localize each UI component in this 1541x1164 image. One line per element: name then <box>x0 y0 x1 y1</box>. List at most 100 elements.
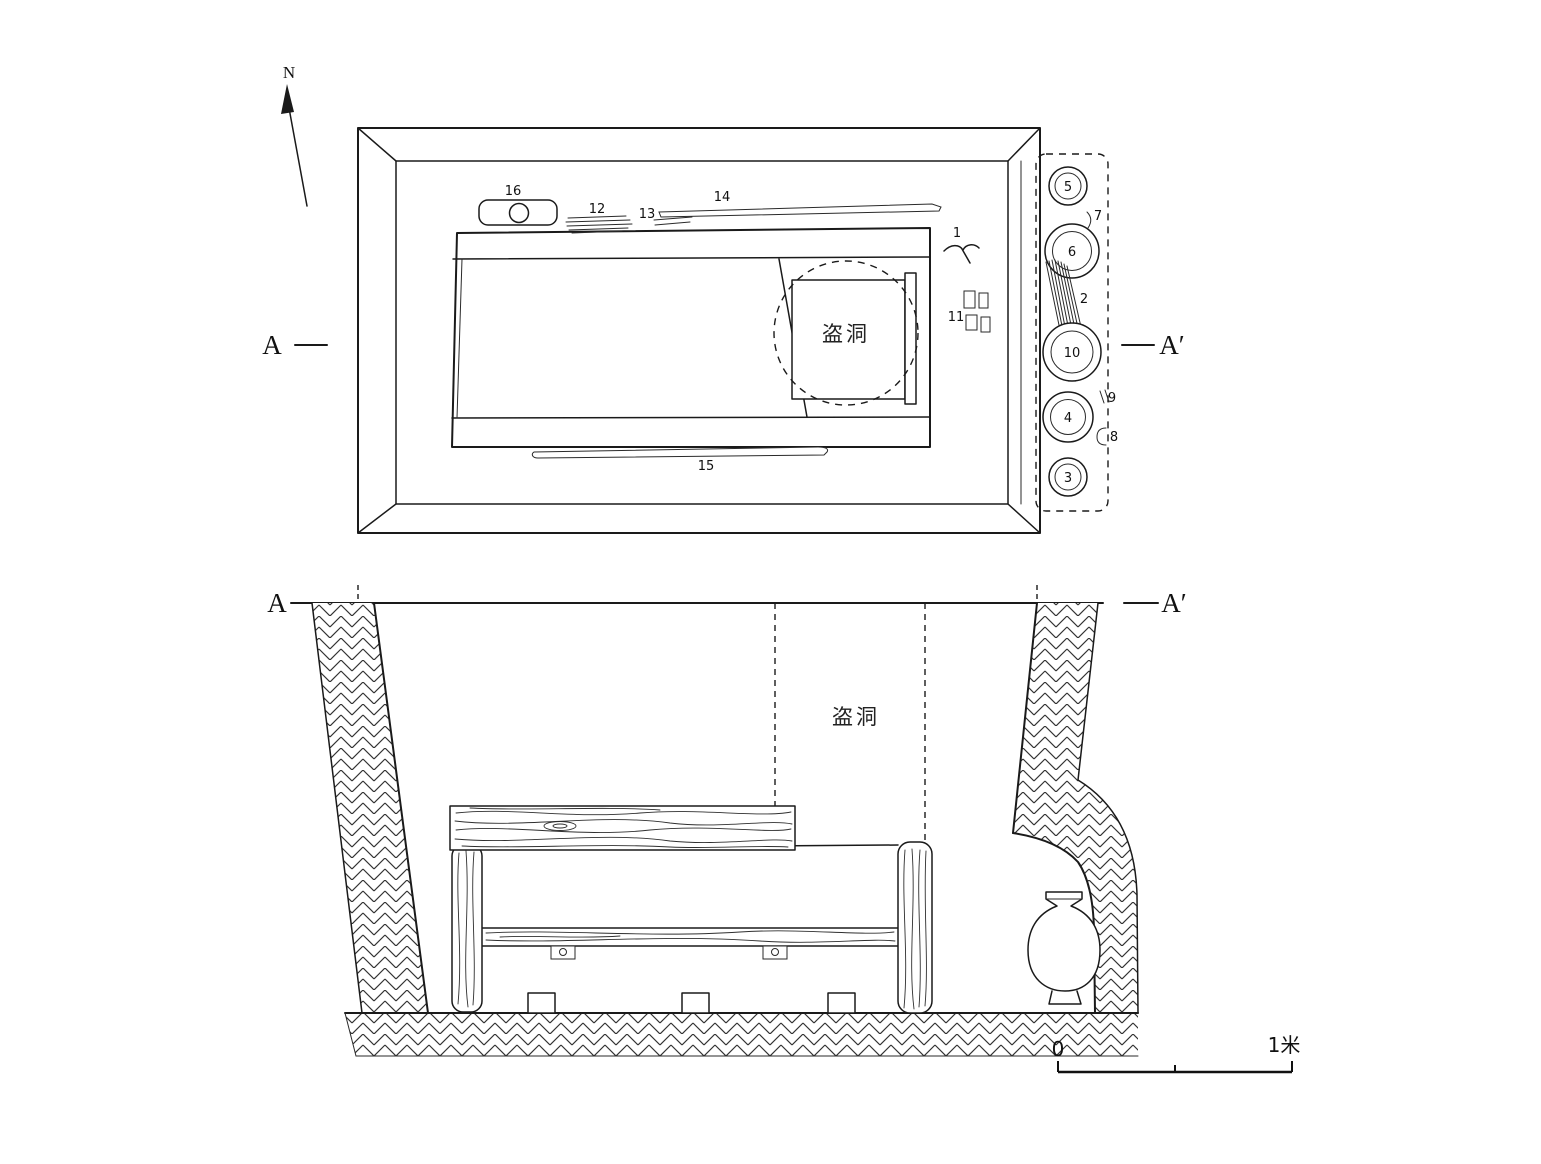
plan-robber-hole: 盗洞 <box>773 260 919 406</box>
section-left-wall-hatch <box>312 603 428 1013</box>
plan-coffin-top-plank-line <box>452 256 931 260</box>
plan-inner-coffin-end-board <box>904 272 917 405</box>
artifact-12-strips <box>565 215 633 234</box>
north-arrow: N <box>281 63 308 207</box>
artifact-11: 11 <box>948 290 991 333</box>
artifact-14: 14 <box>658 190 942 218</box>
cleat-right <box>762 945 788 960</box>
artifact-16: 16 <box>478 184 558 226</box>
vessel-10: 10 <box>1042 322 1102 382</box>
cleat-right-peg <box>771 948 779 956</box>
plan-section-line: A A′ <box>262 330 1184 360</box>
vessel-3-label: 3 <box>1064 471 1072 486</box>
artifact-11-piece-4 <box>980 316 991 333</box>
vessel-4-inner <box>1050 399 1086 435</box>
lid-plank-grain <box>454 807 793 849</box>
section-right-wall-outer-edge <box>1077 602 1139 1014</box>
plan-coffin-left-inner-edge <box>456 258 463 419</box>
plan-niche-outline <box>1035 153 1109 512</box>
plan-artifacts: 16 12 13 14 1 11 <box>478 184 991 474</box>
artifact-13-label: 13 <box>639 207 656 222</box>
plan-niche: 5 7 6 2 10 9 4 <box>1035 153 1118 512</box>
artifact-13-strips <box>653 216 693 226</box>
section-coffin-cleats <box>550 945 788 960</box>
artifact-15: 15 <box>531 446 829 474</box>
artifact-14-label: 14 <box>714 190 731 205</box>
plan-robber-hole-label: 盗洞 <box>822 322 870 346</box>
artifact-13: 13 <box>639 207 693 226</box>
artifact-2-label: 2 <box>1080 292 1088 307</box>
artifact-8-label: 8 <box>1110 430 1118 445</box>
artifact-14-rod <box>658 203 942 218</box>
section-coffin <box>449 805 933 1014</box>
artifact-8-object <box>1096 427 1107 446</box>
vessel-10-label: 10 <box>1064 346 1081 361</box>
artifact-9-label: 9 <box>1108 391 1116 406</box>
section-right-wall-hatch <box>1013 603 1138 1013</box>
artifact-1-label: 1 <box>953 226 961 241</box>
vessel-3: 3 <box>1048 457 1088 497</box>
north-arrow-head <box>281 84 294 114</box>
artifact-15-label: 15 <box>698 459 715 474</box>
north-arrow-shaft <box>288 107 308 207</box>
artifact-15-rod <box>531 446 829 459</box>
section-coffin-end-boards <box>451 841 933 1014</box>
cleat-left <box>550 945 576 960</box>
lid-plank <box>449 805 796 851</box>
vessel-6-inner <box>1052 231 1092 271</box>
artifact-2: 2 <box>1045 259 1088 333</box>
artifact-7-object <box>1086 211 1092 229</box>
niche-pot-foot <box>1048 990 1082 1005</box>
vessel-4: 4 <box>1042 391 1094 443</box>
plan-robber-hole-outline <box>773 260 919 406</box>
section-floor-plank-grain <box>485 930 896 943</box>
cleat-left-peg <box>559 948 567 956</box>
section-coffin-lid <box>449 805 796 851</box>
section-left-wall-inner-edge <box>373 602 429 1014</box>
plan-corner-bevel-br <box>1007 503 1041 534</box>
vessel-4-label: 4 <box>1064 411 1072 426</box>
plan-coffin-bottom-plank-line <box>451 416 931 419</box>
plan-section-label-right: A′ <box>1159 330 1184 360</box>
artifact-12: 12 <box>565 202 633 234</box>
section-niche-arch <box>1012 832 1096 1014</box>
vessel-6-label: 6 <box>1068 245 1076 260</box>
artifact-1-object <box>943 244 980 264</box>
artifact-9-object <box>1099 389 1110 404</box>
artifact-2-bundle <box>1045 259 1082 333</box>
section-pit-walls <box>311 602 1139 1057</box>
vessel-5: 5 <box>1048 166 1088 206</box>
foot-left <box>527 992 556 1014</box>
section-robber-hole: 盗洞 <box>774 603 926 846</box>
artifact-16-label: 16 <box>505 184 522 199</box>
end-board-left-grain <box>457 850 475 1008</box>
end-board-right <box>897 841 933 1014</box>
artifact-16-ring <box>508 202 530 224</box>
artifact-7-label: 7 <box>1094 209 1102 224</box>
artifact-11-piece-3 <box>965 314 978 331</box>
artifact-16-box <box>478 199 558 226</box>
section-coffin-feet <box>527 992 856 1014</box>
vessel-5-inner <box>1054 172 1082 200</box>
end-board-right-grain <box>903 848 927 1010</box>
section-view: A A′ 盗洞 <box>267 585 1301 1074</box>
artifact-11-piece-2 <box>978 292 989 309</box>
plan-corner-bevel-tl <box>357 127 397 162</box>
section-left-wall-outer-edge <box>311 602 363 1014</box>
scale-zero-label: 0 <box>1052 1037 1065 1061</box>
scale-unit-label: 1米 <box>1268 1033 1301 1057</box>
section-floor-hatch <box>345 1013 1138 1056</box>
artifact-11-piece-1 <box>963 290 976 309</box>
north-label: N <box>283 63 295 82</box>
artifact-12-label: 12 <box>589 202 606 217</box>
plan-corner-bevel-tr <box>1007 127 1041 162</box>
plan-view: A A′ 盗洞 16 12 <box>262 127 1185 534</box>
plan-section-label-left: A <box>262 330 282 360</box>
artifact-1: 1 <box>943 226 980 264</box>
foot-middle <box>681 992 710 1014</box>
vessel-5-label: 5 <box>1064 180 1072 195</box>
artifact-11-label: 11 <box>948 310 965 325</box>
plan-corner-bevel-bl <box>357 503 397 534</box>
section-robber-hole-label: 盗洞 <box>832 705 880 729</box>
